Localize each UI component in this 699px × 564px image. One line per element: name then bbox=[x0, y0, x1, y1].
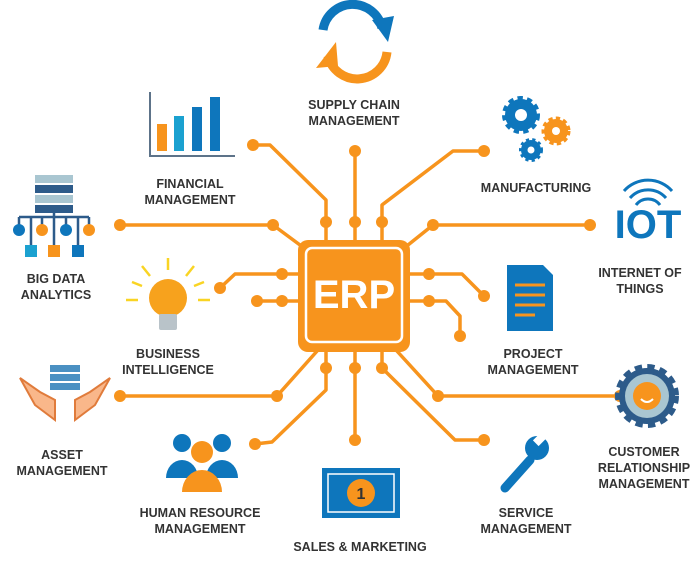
svg-text:IOT: IOT bbox=[615, 203, 682, 247]
document-icon bbox=[507, 265, 553, 331]
lightbulb-icon bbox=[126, 258, 210, 330]
erp-chip bbox=[298, 240, 410, 352]
erp-label: ERP bbox=[312, 272, 396, 317]
hands-coins-icon bbox=[19, 365, 111, 422]
people-group-icon bbox=[166, 434, 238, 492]
bar-chart-icon bbox=[149, 92, 235, 157]
label-sales: SALES & MARKETING bbox=[293, 540, 427, 554]
label-manufacturing: MANUFACTURING bbox=[480, 181, 592, 195]
banknote-icon: 1 bbox=[322, 468, 400, 518]
wrench-icon bbox=[500, 431, 549, 493]
iot-icon: IOT bbox=[615, 178, 682, 247]
svg-text:1: 1 bbox=[357, 486, 366, 503]
database-network-icon bbox=[13, 175, 95, 257]
gears-icon bbox=[502, 96, 571, 162]
refresh-cycle-icon bbox=[316, 0, 394, 84]
customer-gear-icon bbox=[615, 364, 679, 428]
